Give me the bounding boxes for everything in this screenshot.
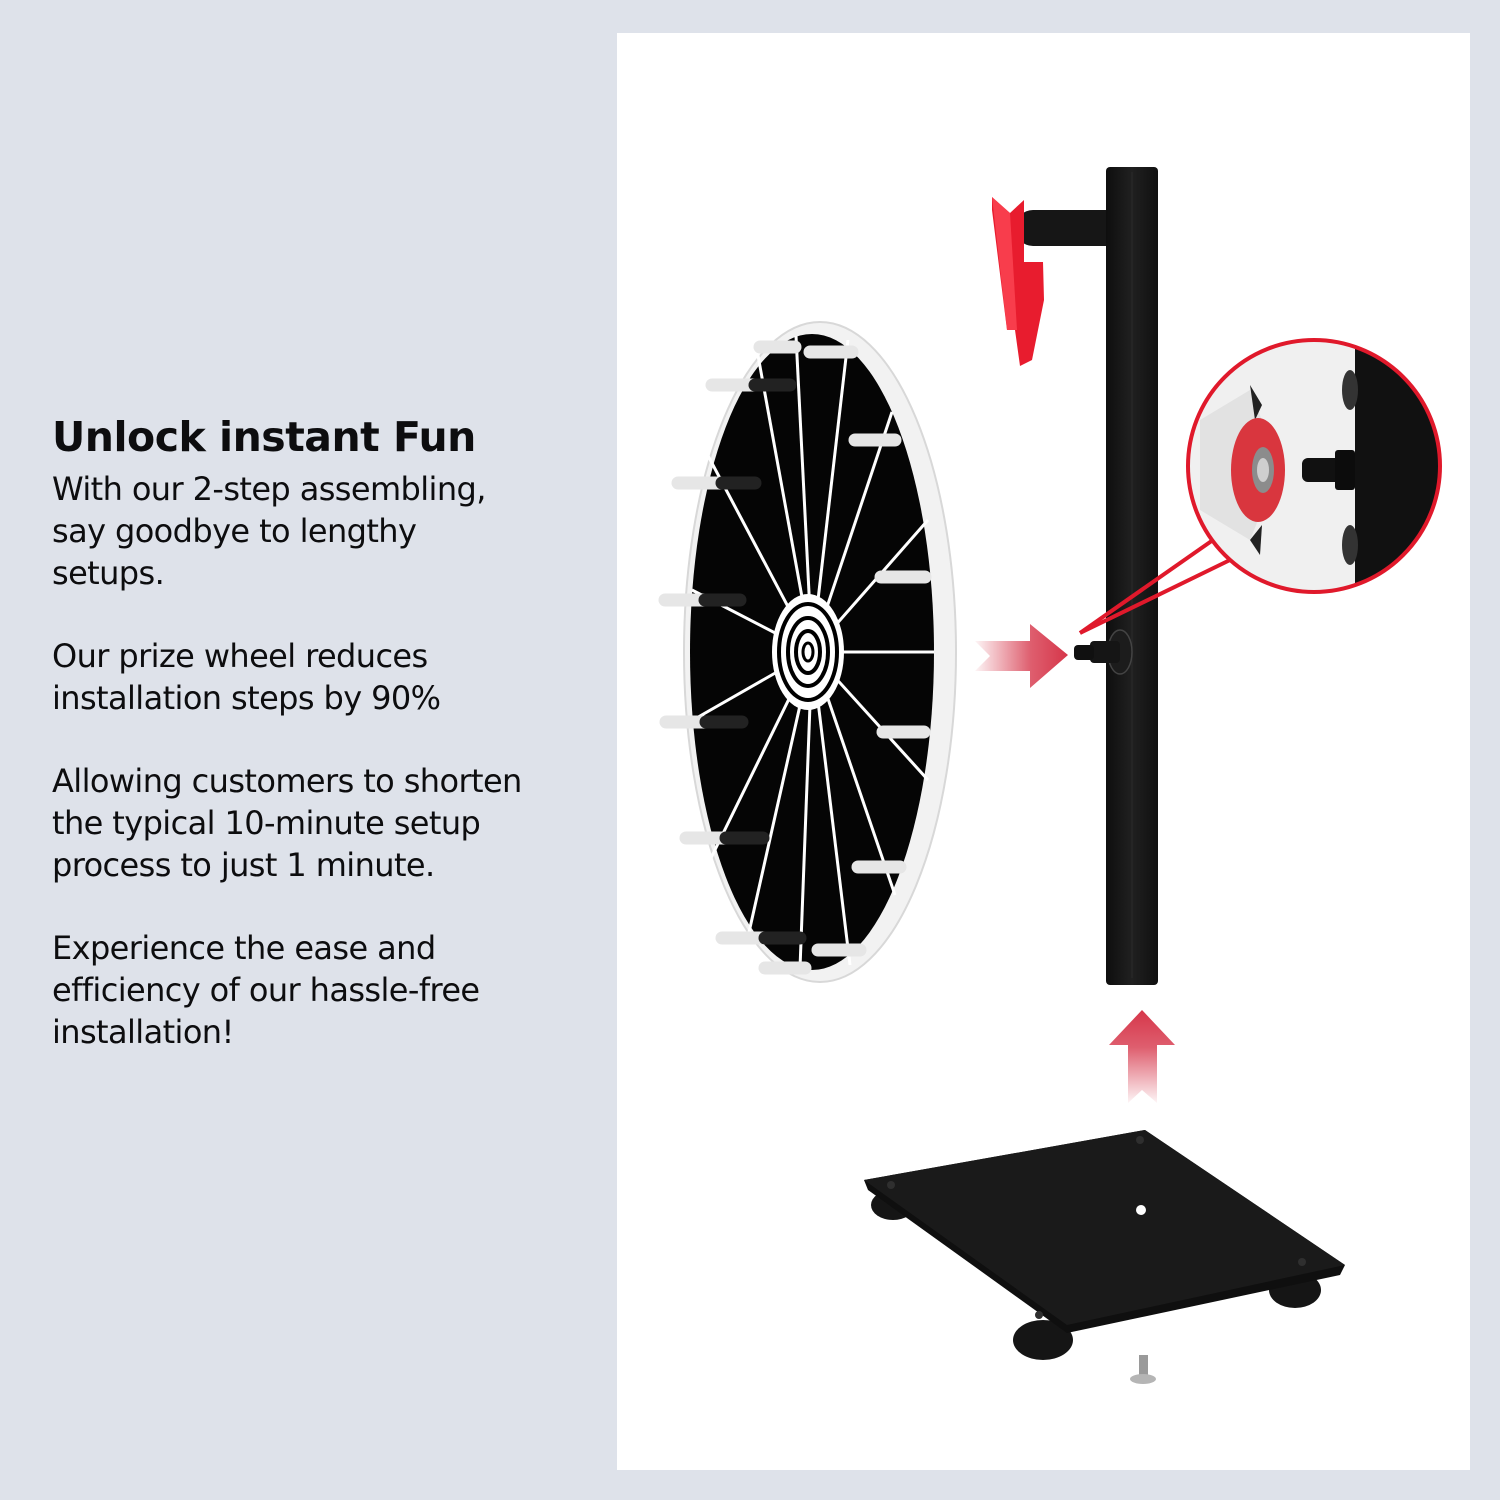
paragraph-assembly: With our 2-step assembling, say goodbye … xyxy=(52,470,486,592)
base-plate xyxy=(864,1130,1345,1360)
feature-description: Unlock instant Fun With our 2-step assem… xyxy=(52,408,612,1094)
product-illustration-panel xyxy=(617,33,1470,1470)
arrow-up-icon xyxy=(1109,1010,1175,1103)
paragraph-ease: Experience the ease and efficiency of ou… xyxy=(52,929,480,1051)
pointer-flapper xyxy=(992,197,1127,366)
screw xyxy=(1130,1355,1156,1384)
headline: Unlock instant Fun xyxy=(52,413,476,461)
arrow-right-icon xyxy=(975,624,1068,688)
paragraph-reduction: Our prize wheel reduces installation ste… xyxy=(52,637,441,717)
axle-peg xyxy=(1074,629,1133,675)
callout-leader xyxy=(1078,538,1231,635)
paragraph-setup-time: Allowing customers to shorten the typica… xyxy=(52,762,522,884)
bearing-closeup-callout xyxy=(1186,338,1442,594)
stand-pole xyxy=(1106,167,1158,985)
prize-wheel xyxy=(658,321,957,983)
